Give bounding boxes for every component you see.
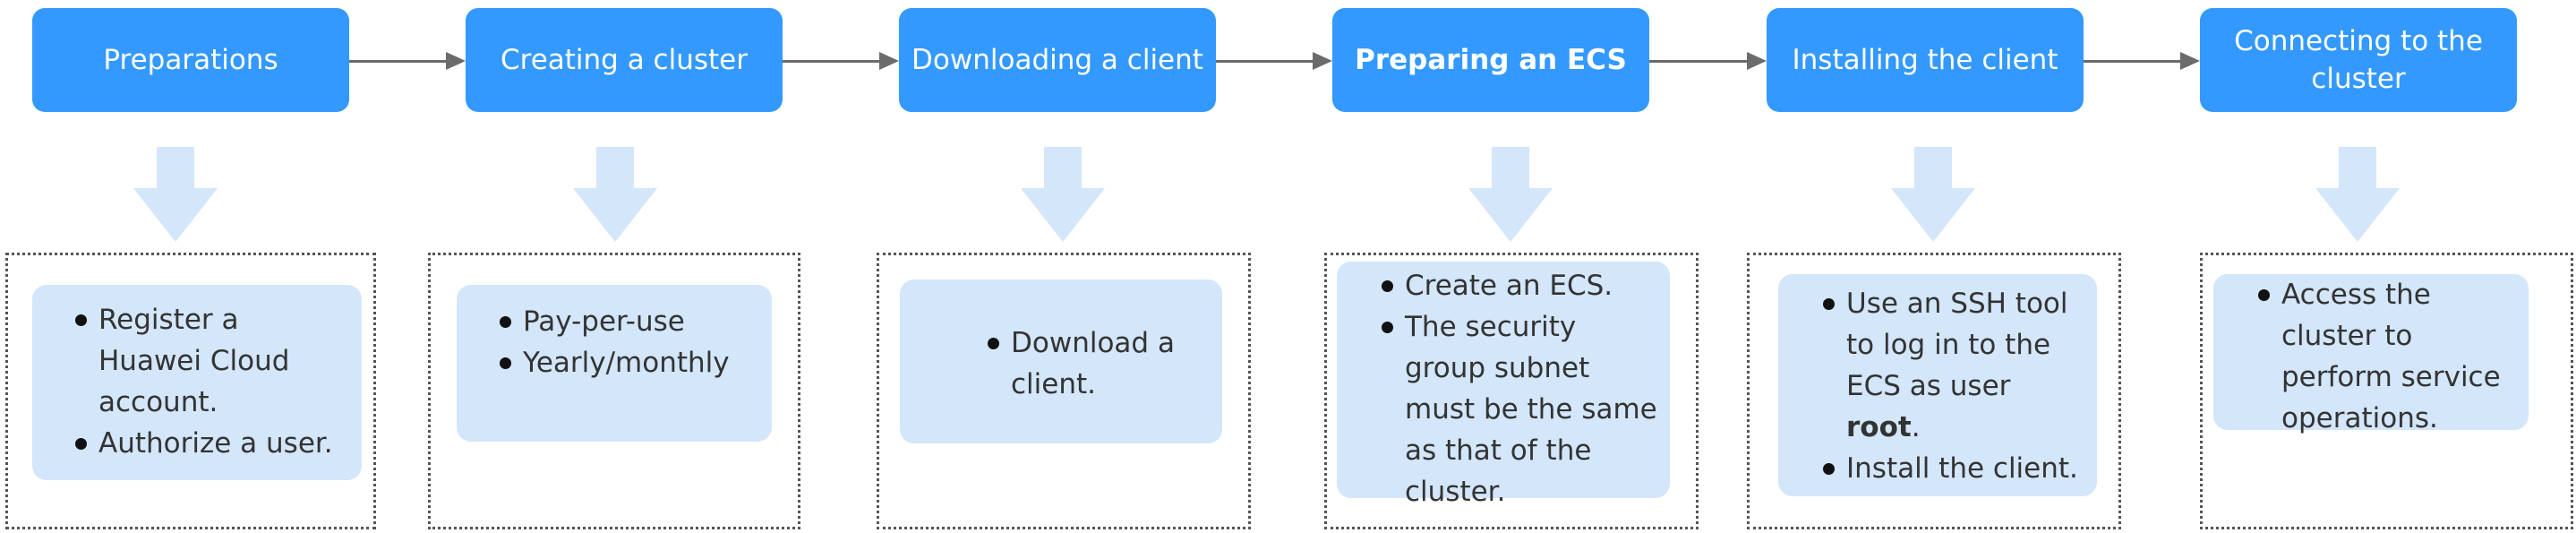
detail-list: Use an SSH tool to log in to the ECS as … (1821, 283, 2086, 489)
detail-item: Use an SSH tool to log in to the ECS as … (1821, 283, 2086, 448)
down-arrow-icon (1891, 147, 1975, 242)
detail-frame-installing-the-client (1747, 253, 2121, 529)
detail-list: Create an ECS. The security group subnet… (1380, 265, 1661, 512)
connector-line-1 (349, 60, 446, 63)
step-installing-the-client: Installing the client (1767, 8, 2084, 112)
detail-card-installing-the-client: Use an SSH tool to log in to the ECS as … (1778, 274, 2097, 496)
step-preparing-an-ecs: Preparing an ECS (1332, 8, 1649, 112)
detail-list: Pay-per-use Yearly/monthly (498, 301, 759, 383)
down-arrow-icon (1021, 147, 1105, 242)
connector-line-2 (783, 60, 879, 63)
detail-item: Install the client. (1821, 448, 2086, 489)
detail-card-preparations: Register a Huawei Cloud account. Authori… (32, 285, 362, 480)
detail-list: Register a Huawei Cloud account. Authori… (73, 299, 349, 464)
detail-frame-connecting-to-the-cluster (2200, 253, 2573, 529)
connector-line-5 (2084, 60, 2180, 63)
detail-item: Access the cluster to perform service op… (2256, 274, 2518, 439)
down-arrow-icon (2315, 147, 2400, 242)
detail-item: Yearly/monthly (498, 342, 759, 383)
detail-frame-preparations (5, 253, 376, 529)
detail-card-connecting-to-the-cluster: Access the cluster to perform service op… (2213, 274, 2529, 434)
detail-item: Authorize a user. (73, 423, 349, 464)
step-downloading-a-client: Downloading a client (899, 8, 1216, 112)
down-arrow-icon (1468, 147, 1553, 242)
detail-frame-downloading-a-client (877, 253, 1251, 529)
step-creating-a-cluster: Creating a cluster (466, 8, 783, 112)
detail-frame-creating-a-cluster (428, 253, 800, 529)
detail-item: The security group subnet must be the sa… (1380, 306, 1661, 512)
detail-card-creating-a-cluster: Pay-per-use Yearly/monthly (457, 285, 772, 442)
connector-arrowhead-3 (1313, 52, 1332, 70)
connector-arrowhead-5 (2180, 52, 2200, 70)
down-arrow-icon (133, 147, 218, 242)
detail-frame-preparing-an-ecs (1324, 253, 1699, 529)
detail-card-preparing-an-ecs: Create an ECS. The security group subnet… (1337, 262, 1670, 508)
step-preparations: Preparations (32, 8, 349, 112)
down-arrow-icon (573, 147, 657, 242)
detail-card-downloading-a-client: Download a client. (900, 279, 1222, 443)
connector-arrowhead-1 (446, 52, 466, 70)
step-connecting-to-the-cluster: Connecting to the cluster (2200, 8, 2517, 112)
connector-line-4 (1649, 60, 1747, 63)
detail-item: Pay-per-use (498, 301, 759, 342)
connector-line-3 (1216, 60, 1313, 63)
connector-arrowhead-2 (879, 52, 899, 70)
detail-item: Download a client. (986, 322, 1210, 405)
detail-item: Create an ECS. (1380, 265, 1661, 306)
detail-item: Register a Huawei Cloud account. (73, 299, 349, 423)
connector-arrowhead-4 (1747, 52, 1767, 70)
username-root: root (1846, 411, 1912, 443)
detail-list: Download a client. (986, 322, 1210, 405)
detail-list: Access the cluster to perform service op… (2256, 274, 2518, 439)
